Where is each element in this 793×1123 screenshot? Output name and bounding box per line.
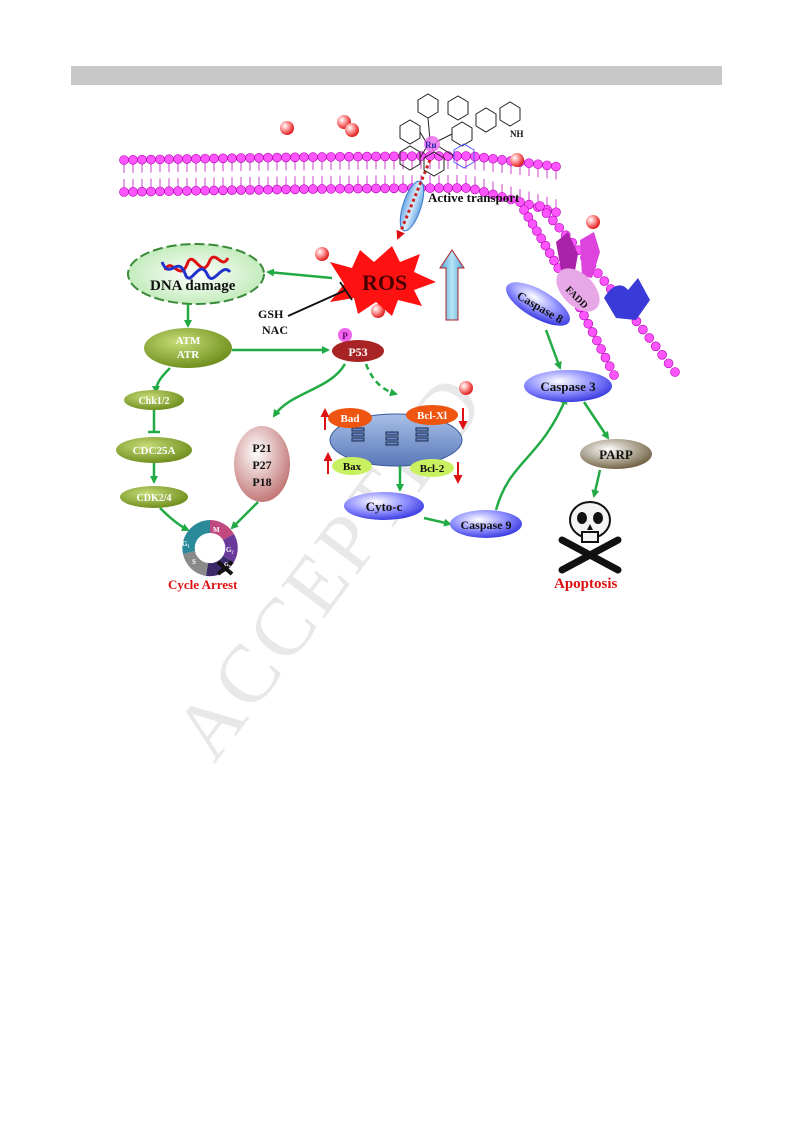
bax-node (332, 457, 372, 475)
bclxl-node (406, 405, 458, 425)
ros-particle (510, 153, 524, 167)
caspase8-node (506, 282, 570, 326)
p53-node (332, 340, 384, 362)
p53-to-mito-arrow (364, 363, 398, 397)
caspase3-node (524, 370, 612, 402)
active-transport-label: Active transport (428, 190, 520, 205)
p21-label: P21 (252, 441, 271, 455)
cdk-label: CDK2/4 (137, 493, 172, 504)
dna-damage-label: DNA damage (150, 278, 236, 294)
header-bar (71, 66, 722, 85)
membrane-receptor-icon (604, 278, 650, 320)
chk-node (124, 390, 184, 410)
cdk-node (120, 486, 188, 508)
caspase3-label: Caspase 3 (540, 379, 596, 394)
ru-label: Ru (425, 140, 437, 150)
ros-particle (459, 381, 473, 395)
casp9-to-casp3-arrow (494, 396, 568, 511)
ros-particle (586, 215, 600, 229)
dna-helix-icon (163, 255, 230, 273)
ros-burst (330, 246, 436, 316)
parp-node (580, 439, 652, 469)
chk-label: Chk1/2 (138, 396, 169, 407)
cyto-c-node (344, 492, 424, 520)
ros-particle (371, 304, 385, 318)
gsh-nac-inhibition (287, 289, 347, 317)
atr-label: ATR (177, 349, 200, 361)
ros-particle (315, 247, 329, 261)
ros-to-dna-arrow (266, 268, 333, 280)
phase-g1: G₁ (182, 540, 190, 548)
phase-s: S (192, 558, 196, 566)
atm-label: ATM (176, 335, 201, 347)
cdc25a-node (116, 437, 192, 463)
phase-m: M (213, 526, 220, 534)
bad-label: Bad (341, 413, 360, 425)
p53-label: P53 (348, 345, 367, 359)
bax-label: Bax (343, 461, 362, 473)
cell-membrane (119, 151, 680, 380)
caspase9-node (450, 510, 522, 538)
phase-g0: G₀ (224, 562, 231, 568)
bad-node (328, 408, 372, 428)
p27-label: P27 (252, 458, 271, 472)
ros-particle (345, 123, 359, 137)
apoptosis-label: Apoptosis (554, 576, 618, 592)
ros-increase-arrow (439, 249, 465, 321)
nh-label: NH (510, 129, 524, 139)
bcl2-label: Bcl-2 (420, 463, 445, 475)
atm-atr-node (144, 328, 232, 368)
cdk-inhibitors-node (234, 426, 290, 502)
bcl2-node (410, 459, 454, 477)
skull-crossbones-icon (558, 501, 622, 574)
phospho-badge (338, 328, 352, 342)
ru-center-glow (424, 136, 440, 152)
ros-label: ROS (362, 270, 407, 295)
uptake-arrow (396, 159, 432, 240)
phase-g2: G₂ (226, 546, 234, 554)
cycle-arrest-label: Cycle Arrest (168, 577, 238, 592)
parp-label: PARP (599, 447, 633, 462)
cdc25a-label: CDC25A (133, 445, 176, 457)
ru-complex-structure (399, 93, 521, 177)
bclxl-label: Bcl-Xl (417, 410, 447, 422)
nac-label: NAC (262, 323, 288, 337)
phospho-label: P (342, 331, 348, 341)
p53-to-p21-arrow (272, 363, 347, 418)
gsh-label: GSH (258, 307, 284, 321)
cyto-c-label: Cyto-c (366, 499, 403, 514)
cell-cycle-wheel (182, 520, 238, 577)
death-receptor (556, 232, 600, 312)
ros-particle (280, 121, 294, 135)
p18-label: P18 (252, 475, 271, 489)
caspase9-label: Caspase 9 (460, 518, 511, 532)
